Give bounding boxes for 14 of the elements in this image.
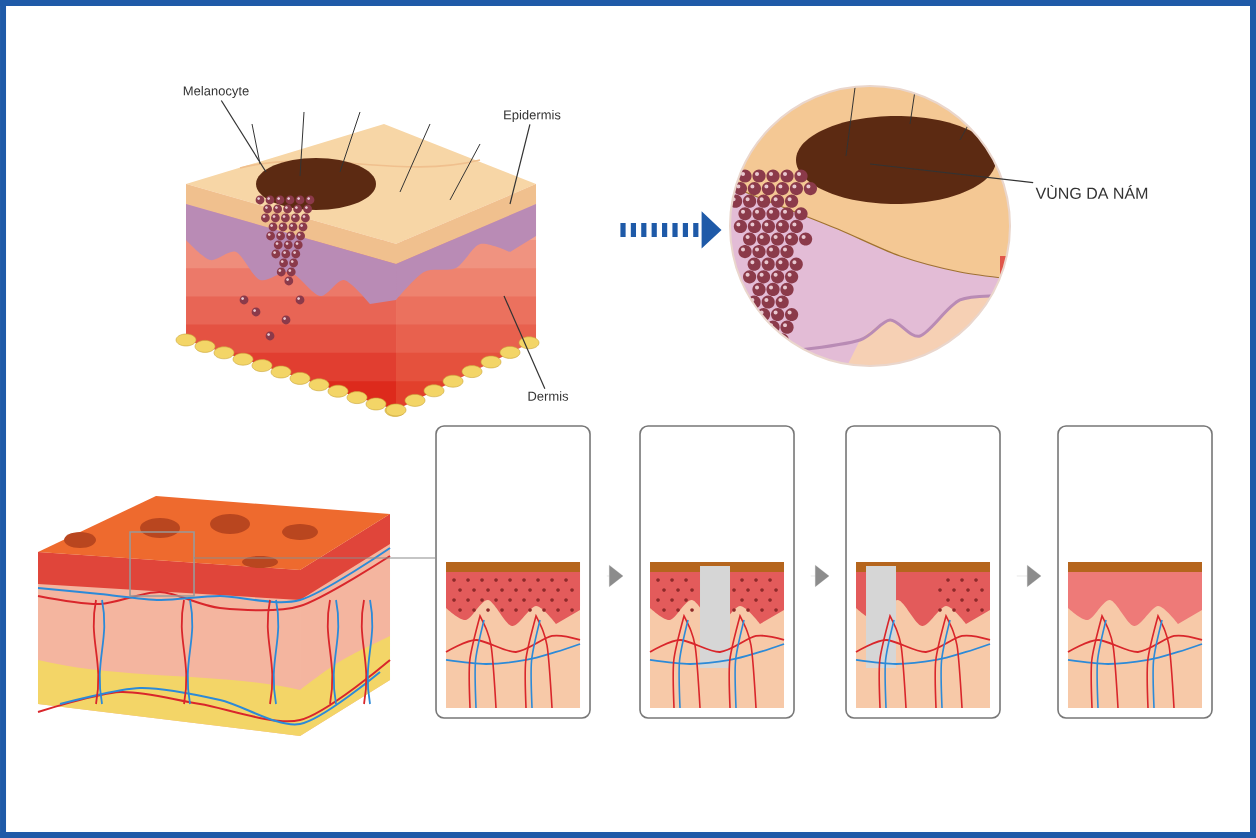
connector-line xyxy=(193,557,436,559)
magnified-skin-drawing xyxy=(729,85,1011,367)
skin-block-drawing xyxy=(37,496,391,736)
leader-line xyxy=(869,163,1034,184)
arrow xyxy=(606,565,624,587)
skin-section-panel xyxy=(1057,425,1213,719)
leader-line xyxy=(503,295,546,390)
skin-section-panel xyxy=(639,425,795,719)
skin-section-panel xyxy=(435,425,591,719)
leader-line xyxy=(220,99,267,173)
leader-line xyxy=(509,123,531,205)
arrow xyxy=(1016,565,1042,587)
arrow xyxy=(810,565,830,587)
skin-section-panel xyxy=(845,425,1001,719)
